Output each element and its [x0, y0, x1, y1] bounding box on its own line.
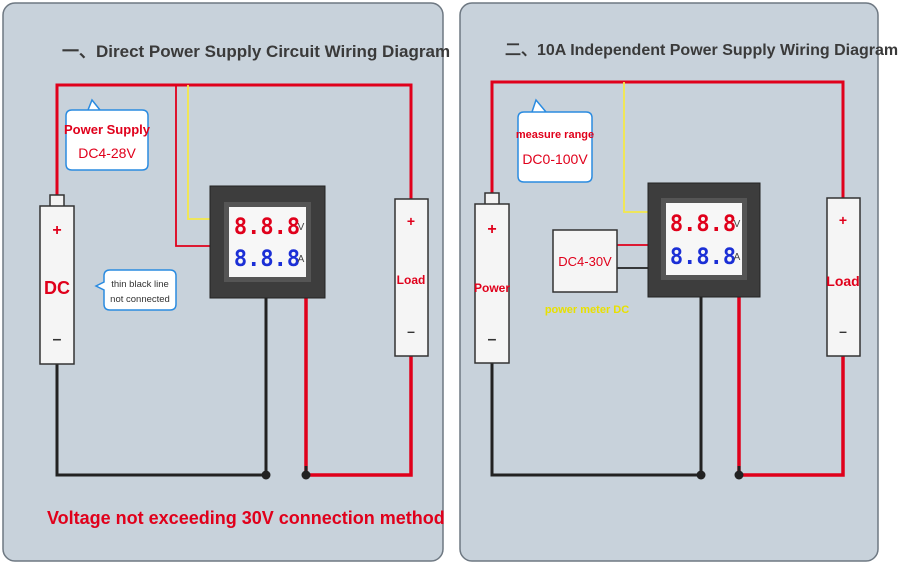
yellow-sense-wire [187, 85, 210, 220]
aux-supply-label: DC4-30V [558, 254, 612, 269]
battery-label: DC [44, 278, 70, 298]
meter-voltage-unit: V [734, 219, 741, 230]
note-line2: not connected [110, 294, 170, 305]
meter-voltage-display: 8.8.8 [670, 212, 736, 237]
battery-plus: + [52, 222, 61, 239]
battery-dc: + DC – [39, 194, 75, 365]
battery-label: Power [474, 281, 510, 295]
black-ground-wire [490, 297, 703, 477]
junction-dot [301, 470, 311, 480]
battery-power: + Power – [474, 192, 510, 364]
range-callout: measure range DC0-100V [516, 98, 594, 183]
note-callout: thin black line not connected [94, 269, 177, 311]
load-plus: + [839, 212, 847, 228]
load-label: Load [397, 273, 426, 287]
load-component: + Load – [826, 197, 861, 357]
load-component: + Load – [394, 198, 429, 357]
range-label-line1: measure range [516, 129, 594, 141]
meter-voltage-display: 8.8.8 [234, 215, 300, 240]
meter-current-display: 8.8.8 [670, 245, 736, 270]
red-current-wire [304, 298, 413, 477]
battery-minus: – [53, 331, 62, 348]
range-label-line2: DC0-100V [522, 151, 588, 167]
supply-label-line1: Power Supply [64, 122, 151, 137]
red-current-wire [737, 297, 845, 477]
volt-amp-meter: 8.8.8 V 8.8.8 A [647, 182, 761, 298]
meter-voltage-unit: V [298, 222, 305, 233]
red-meter-wire [175, 85, 210, 247]
junction-dot [696, 470, 706, 480]
volt-amp-meter: 8.8.8 V 8.8.8 A [209, 185, 326, 299]
panel-title: 二、10A Independent Power Supply Wiring Di… [505, 42, 898, 59]
aux-supply-box: DC4-30V power meter DC [545, 229, 629, 316]
junction-dot [261, 470, 271, 480]
load-minus: – [407, 323, 415, 339]
note-line1: thin black line [111, 279, 169, 290]
meter-current-display: 8.8.8 [234, 247, 300, 272]
wires [490, 80, 845, 480]
panel-title: 一、Direct Power Supply Circuit Wiring Dia… [62, 42, 450, 61]
panel-direct-supply: 一、Direct Power Supply Circuit Wiring Dia… [2, 2, 450, 562]
yellow-sense-wire [623, 82, 648, 213]
meter-current-unit: A [734, 252, 741, 263]
panel-independent-supply: 二、10A Independent Power Supply Wiring Di… [459, 2, 898, 562]
aux-supply-caption: power meter DC [545, 304, 629, 316]
meter-current-unit: A [298, 254, 305, 265]
junction-dot [734, 470, 744, 480]
black-ground-wire [55, 298, 268, 477]
supply-callout: Power Supply DC4-28V [64, 98, 151, 171]
red-supply-wire [55, 83, 413, 199]
wires [55, 83, 413, 480]
battery-plus: + [487, 221, 496, 238]
red-supply-wire [490, 80, 845, 198]
battery-minus: – [488, 331, 497, 348]
load-minus: – [839, 323, 847, 339]
load-plus: + [407, 213, 415, 229]
supply-label-line2: DC4-28V [78, 145, 136, 161]
load-label: Load [826, 273, 859, 289]
footer-note: Voltage not exceeding 30V connection met… [47, 508, 445, 528]
